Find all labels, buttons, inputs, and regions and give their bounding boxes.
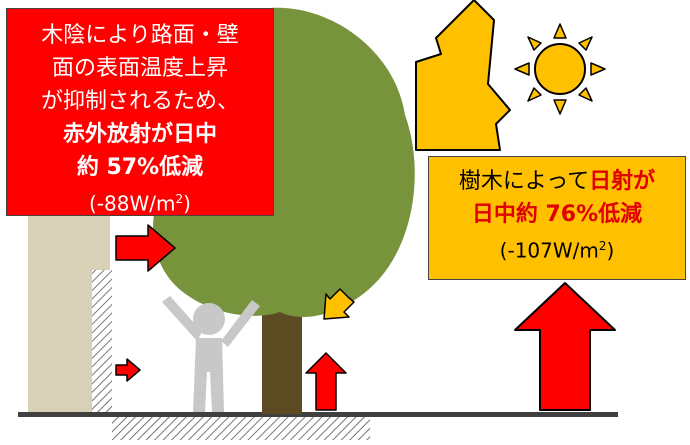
- wall-infrared-arrow-lower: [115, 358, 141, 382]
- infrared-reduction-callout: 木陰により路面・壁 面の表面温度上昇 が抑制されるため、 赤外放射が日中 約 5…: [6, 8, 274, 216]
- left-callout-line3: が抑制されるため、: [40, 89, 239, 114]
- wall-hatched-surface: [92, 270, 112, 415]
- ground-hatched-surface: [112, 416, 370, 440]
- left-callout-line2: 面の表面温度上昇: [51, 56, 228, 81]
- right-callout-line1: 樹木によって日射が: [458, 169, 656, 194]
- ground-line: [18, 412, 618, 417]
- solar-reduction-callout: 樹木によって日射が 日中約 76%低減 (-107W/m2): [428, 156, 686, 280]
- ground-infrared-up-arrow: [305, 352, 347, 411]
- left-callout-value: (-88W/m2): [89, 191, 191, 216]
- left-callout-line1: 木陰により路面・壁: [41, 23, 239, 48]
- left-callout-line5: 約 57%低減: [76, 155, 204, 180]
- right-callout-line2: 日中約 76%低減: [471, 202, 643, 227]
- person-silhouette: [162, 296, 260, 412]
- sun-icon: [514, 23, 606, 115]
- reduced-solar-arrow: [323, 288, 355, 320]
- right-callout-value: (-107W/m2): [499, 238, 615, 263]
- solar-reduction-up-arrow: [514, 282, 616, 411]
- left-callout-line4: 赤外放射が日中: [62, 122, 217, 147]
- wall-infrared-arrow-upper: [115, 224, 176, 272]
- incoming-solar-arrow: [415, 0, 511, 151]
